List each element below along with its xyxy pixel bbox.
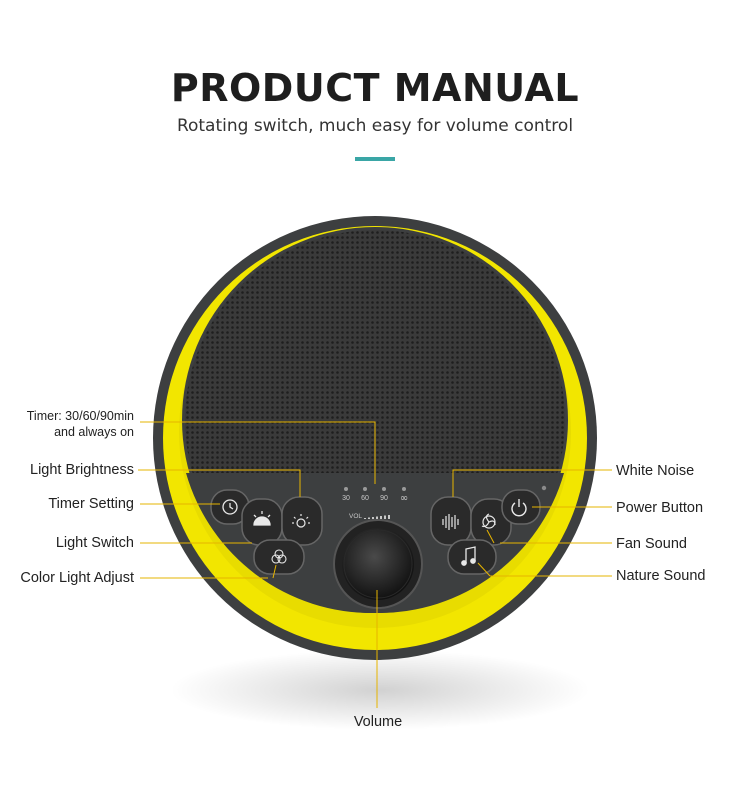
timer-icon [222,499,238,515]
light-brightness-button[interactable] [281,496,323,546]
power-led [541,485,547,491]
timer-mark-infinite: ∞ [400,493,408,504]
color-light-icon [271,549,287,564]
vol-scale [364,515,390,519]
nature-sound-button[interactable] [447,539,497,575]
leader-lines [138,421,612,708]
nature-sound-label: Nature Sound [616,568,706,584]
color-light-adjust-button[interactable] [253,539,305,575]
white-noise-label: White Noise [616,463,695,479]
lamp-icon [253,511,271,526]
timer-mark-90: 90 [380,495,388,502]
fan-sound-label: Fan Sound [616,536,687,552]
volume-label: Volume [353,714,403,730]
page-subtitle: Rotating switch, much easy for volume co… [176,116,574,136]
timer-mark-30: 30 [342,495,350,502]
timer-indicators: 30 60 90 ∞ [342,487,408,504]
power-button-label: Power Button [616,500,704,516]
vol-label: VOL [349,513,362,520]
light-switch-button[interactable] [241,498,283,546]
white-noise-button[interactable] [430,496,472,546]
color-light-adjust-label: Color Light Adjust [20,570,134,586]
light-brightness-label: Light Brightness [30,462,134,478]
sun-icon [292,514,310,528]
device-shadow [170,650,590,730]
power-icon [511,499,527,517]
timer-mark-60: 60 [361,495,369,502]
volume-knob[interactable] [333,519,423,609]
music-note-icon [461,546,476,566]
title-divider [355,157,395,161]
timer-setting-label: Timer Setting [48,496,134,512]
light-switch-label: Light Switch [55,535,134,551]
fan-icon [481,513,496,529]
timer-label: Timer: 30/60/90min and always on [10,408,134,440]
timer-label-line2: and always on [54,425,134,439]
timer-label-line1: Timer: 30/60/90min [26,409,134,423]
page-title: PRODUCT MANUAL [170,66,580,110]
soundwave-icon [442,514,459,530]
